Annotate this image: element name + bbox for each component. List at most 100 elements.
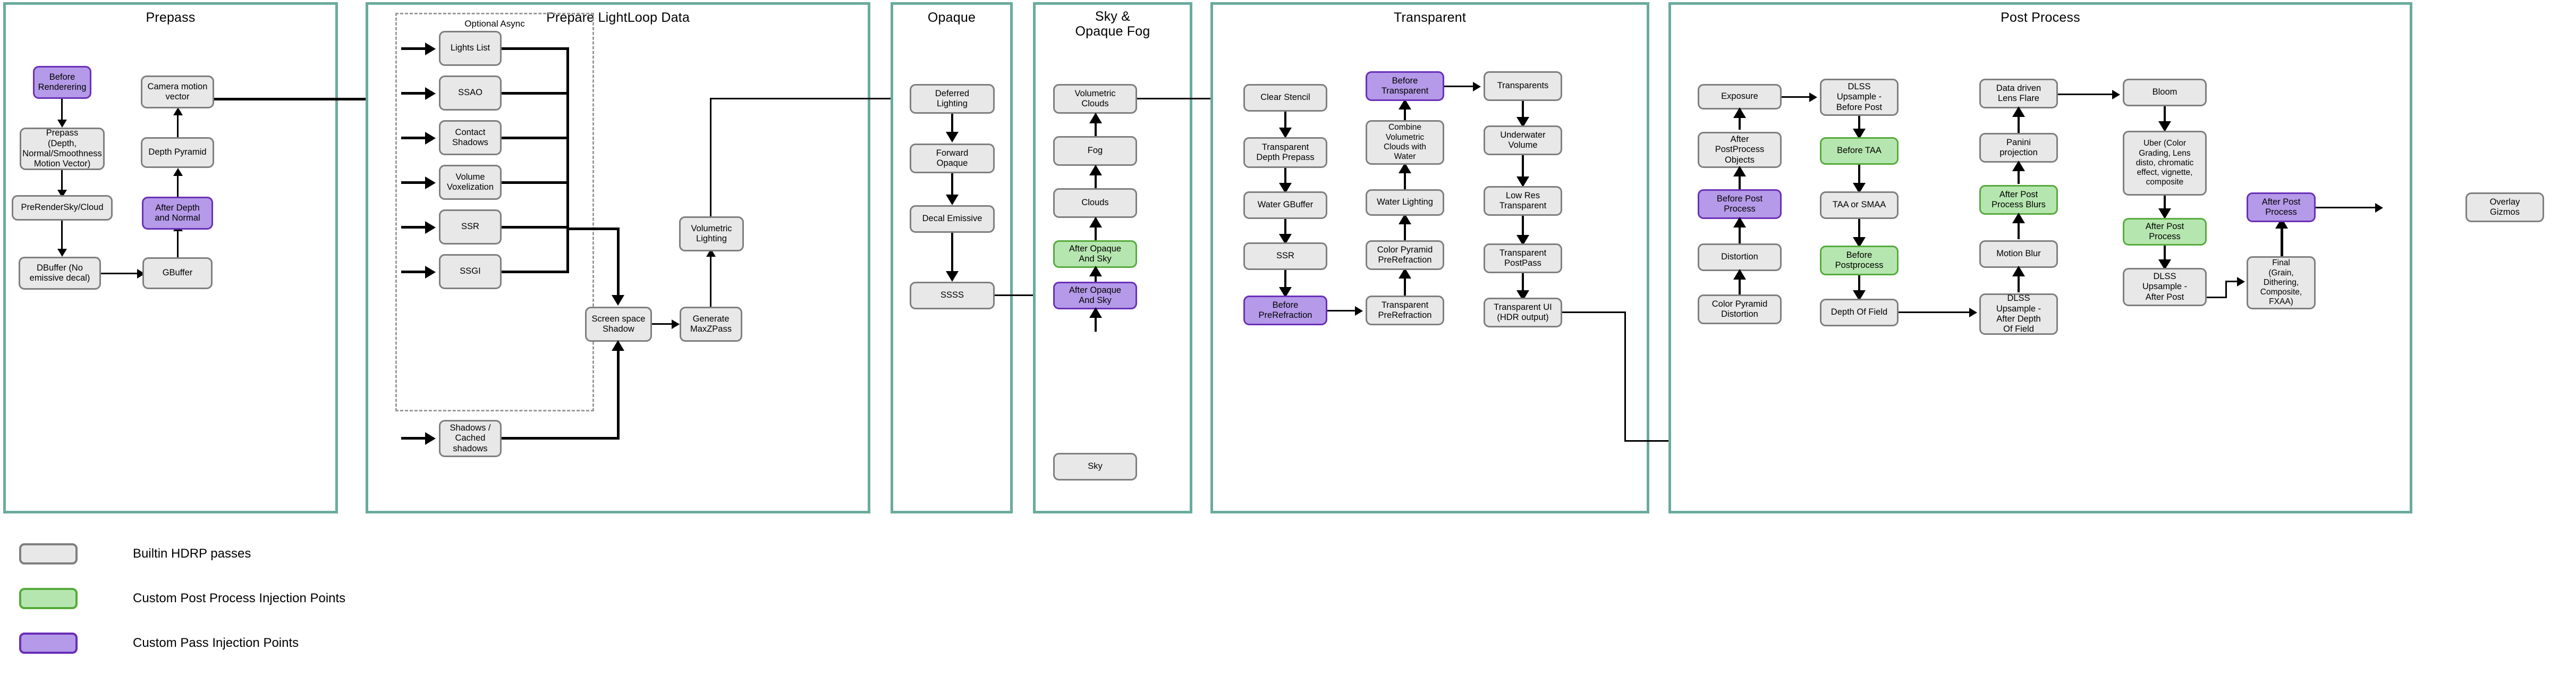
edge-uber-to-afterpp-green: [2164, 196, 2166, 213]
arrowhead-ssr-transparent: [1279, 234, 1292, 245]
node-underwater-volume[interactable]: Underwater Volume: [1484, 125, 1562, 155]
arrowhead-after-postprocess-objects: [1733, 166, 1746, 176]
arrowhead-forward-opaque: [946, 132, 959, 142]
node-ssr-lightloop[interactable]: SSR: [439, 209, 502, 245]
arrowhead-transparents: [1473, 82, 1481, 91]
section-transparent-title: Transparent: [1393, 10, 1467, 25]
node-water-gbuffer[interactable]: Water GBuffer: [1243, 191, 1327, 219]
node-distortion[interactable]: Distortion: [1698, 243, 1782, 271]
node-prepass-depth[interactable]: Prepass (Depth, Normal/Smoothness Motion…: [20, 128, 105, 170]
node-screen-space-shadow[interactable]: Screen space Shadow: [585, 307, 652, 342]
edge-afterppblurs-to-panini: [2018, 163, 2020, 184]
node-bloom[interactable]: Bloom: [2123, 79, 2207, 106]
node-contact-shadows[interactable]: Contact Shadows: [439, 120, 502, 155]
edge-ssr-to-beforeprerefraction: [1284, 270, 1286, 292]
node-dlss-upsample-after-dof[interactable]: DLSS Upsample - After Depth Of Field: [1979, 293, 2058, 335]
node-after-opaque-and-sky-green[interactable]: After Opaque And Sky: [1053, 240, 1137, 268]
node-before-transparent[interactable]: Before Transparent: [1366, 71, 1444, 101]
node-exposure[interactable]: Exposure: [1698, 84, 1782, 109]
node-before-rendering[interactable]: Before Renderering: [33, 66, 91, 99]
arrowhead-sss-from-shadows: [612, 340, 624, 351]
node-transparent-prerefraction[interactable]: Transparent PreRefraction: [1366, 296, 1444, 325]
arrowhead-color-pyramid-prerefraction: [1399, 268, 1411, 279]
node-color-pyramid-distortion[interactable]: Color Pyramid Distortion: [1698, 294, 1782, 324]
node-motion-blur[interactable]: Motion Blur: [1979, 240, 2058, 268]
node-forward-opaque[interactable]: Forward Opaque: [910, 144, 995, 173]
node-dbuffer[interactable]: DBuffer (No emissive decal): [19, 257, 101, 290]
node-after-post-process-blurs[interactable]: After Post Process Blurs: [1979, 185, 2058, 215]
node-ssao[interactable]: SSAO: [439, 75, 502, 111]
node-camera-motion-vector[interactable]: Camera motion vector: [141, 75, 214, 108]
edge-sky-to-afteropaque-purple: [1095, 309, 1097, 332]
edge-collector-down-sss: [617, 228, 620, 302]
edge-decal-to-ssss: [951, 233, 953, 276]
node-transparent-depth-prepass[interactable]: Transparent Depth Prepass: [1243, 137, 1327, 168]
node-combine-volumetric-clouds-with-water[interactable]: Combine Volumetric Clouds with Water: [1366, 120, 1444, 165]
node-before-postprocess[interactable]: Before Postprocess: [1820, 246, 1899, 275]
node-low-res-transparent[interactable]: Low Res Transparent: [1484, 186, 1562, 216]
arrowhead-taa-or-smaa: [1853, 183, 1866, 193]
arrowhead-before-prerefraction: [1279, 287, 1292, 298]
node-prerendersky[interactable]: PreRenderSky/Cloud: [12, 195, 113, 221]
node-after-post-process-purple[interactable]: After Post Process: [2247, 192, 2316, 222]
arrowhead-dlss-upsample-after-post: [2158, 259, 2171, 270]
edge-final-to-afterpp-purple: [2281, 222, 2283, 256]
node-shadows-cached[interactable]: Shadows / Cached shadows: [439, 420, 502, 457]
node-after-depth-and-normal[interactable]: After Depth and Normal: [142, 197, 213, 230]
node-sky[interactable]: Sky: [1053, 453, 1137, 481]
node-transparent-postpass[interactable]: Transparent PostPass: [1484, 243, 1562, 273]
node-taa-or-smaa[interactable]: TAA or SMAA: [1820, 191, 1899, 219]
edge-shadows-out: [502, 437, 620, 440]
node-fog[interactable]: Fog: [1053, 136, 1137, 166]
edge-volumetric-right: [710, 98, 901, 99]
arrowhead-after-opaque-green: [1089, 266, 1102, 276]
edge-volumetricclouds-right: [1137, 98, 1234, 99]
arrowhead-ssr-lightloop: [425, 221, 436, 234]
node-after-postprocess-objects[interactable]: After PostProcess Objects: [1698, 132, 1782, 168]
edge-colorpyramiddistortion-to-distortion: [1739, 271, 1741, 294]
node-lights-list[interactable]: Lights List: [439, 31, 502, 66]
node-after-opaque-and-sky-purple[interactable]: After Opaque And Sky: [1053, 282, 1137, 309]
node-before-post-process[interactable]: Before Post Process: [1698, 189, 1782, 219]
node-color-pyramid-prerefraction[interactable]: Color Pyramid PreRefraction: [1366, 240, 1444, 270]
node-deferred-lighting[interactable]: Deferred Lighting: [910, 84, 995, 114]
node-transparents[interactable]: Transparents: [1484, 71, 1562, 101]
edge-panini-to-lensflare: [2018, 108, 2020, 133]
node-uber[interactable]: Uber (Color Grading, Lens disto, chromat…: [2123, 131, 2207, 196]
node-ssgi[interactable]: SSGI: [439, 254, 502, 289]
node-final[interactable]: Final (Grain, Dithering, Composite, FXAA…: [2247, 256, 2316, 309]
arrowhead-panini-projection: [2012, 161, 2025, 171]
arrowhead-depth-of-field: [1853, 290, 1866, 301]
node-after-post-process-green[interactable]: After Post Process: [2123, 218, 2207, 246]
optional-async-label: Optional Async: [464, 19, 525, 29]
node-depth-pyramid[interactable]: Depth Pyramid: [141, 137, 214, 168]
node-ssr-transparent[interactable]: SSR: [1243, 242, 1327, 270]
node-dlss-upsample-after-post[interactable]: DLSS Upsample - After Post: [2123, 268, 2207, 306]
node-depth-of-field[interactable]: Depth Of Field: [1820, 299, 1899, 326]
node-transparent-ui[interactable]: Transparent UI (HDR output): [1484, 298, 1562, 327]
node-generate-maxzpass[interactable]: Generate MaxZPass: [680, 307, 742, 342]
node-before-prerefraction[interactable]: Before PreRefraction: [1243, 296, 1327, 325]
edge-afterdepth-to-depthpyramid: [177, 170, 179, 197]
node-clouds[interactable]: Clouds: [1053, 188, 1137, 218]
node-gbuffer[interactable]: GBuffer: [142, 257, 213, 289]
section-skyfog-title: Sky & Opaque Fog: [1075, 9, 1150, 39]
edge-bus-to-ssao: [401, 92, 427, 95]
node-volumetric-clouds[interactable]: Volumetric Clouds: [1053, 84, 1137, 114]
node-volume-voxelization[interactable]: Volume Voxelization: [439, 165, 502, 200]
edge-watergbuffer-to-ssr: [1284, 219, 1286, 239]
node-panini-projection[interactable]: Panini projection: [1979, 133, 2058, 163]
node-ssss[interactable]: SSSS: [910, 282, 995, 309]
section-postprocess-title: Post Process: [2001, 10, 2080, 25]
edge-afteropaque-purple-to-green: [1095, 268, 1097, 286]
node-before-taa[interactable]: Before TAA: [1820, 137, 1899, 165]
node-volumetric-lighting[interactable]: Volumetric Lighting: [679, 216, 744, 251]
edge-collector-to-sss: [566, 228, 620, 230]
node-dlss-upsample-before-post[interactable]: DLSS Upsample - Before Post: [1820, 79, 1899, 116]
node-data-driven-lens-flare[interactable]: Data driven Lens Flare: [1979, 79, 2058, 108]
node-overlay-gizmos[interactable]: Overlay Gizmos: [2465, 192, 2544, 222]
node-clear-stencil[interactable]: Clear Stencil: [1243, 84, 1327, 112]
node-decal-emissive[interactable]: Decal Emissive: [910, 205, 995, 233]
node-water-lighting[interactable]: Water Lighting: [1366, 189, 1444, 216]
